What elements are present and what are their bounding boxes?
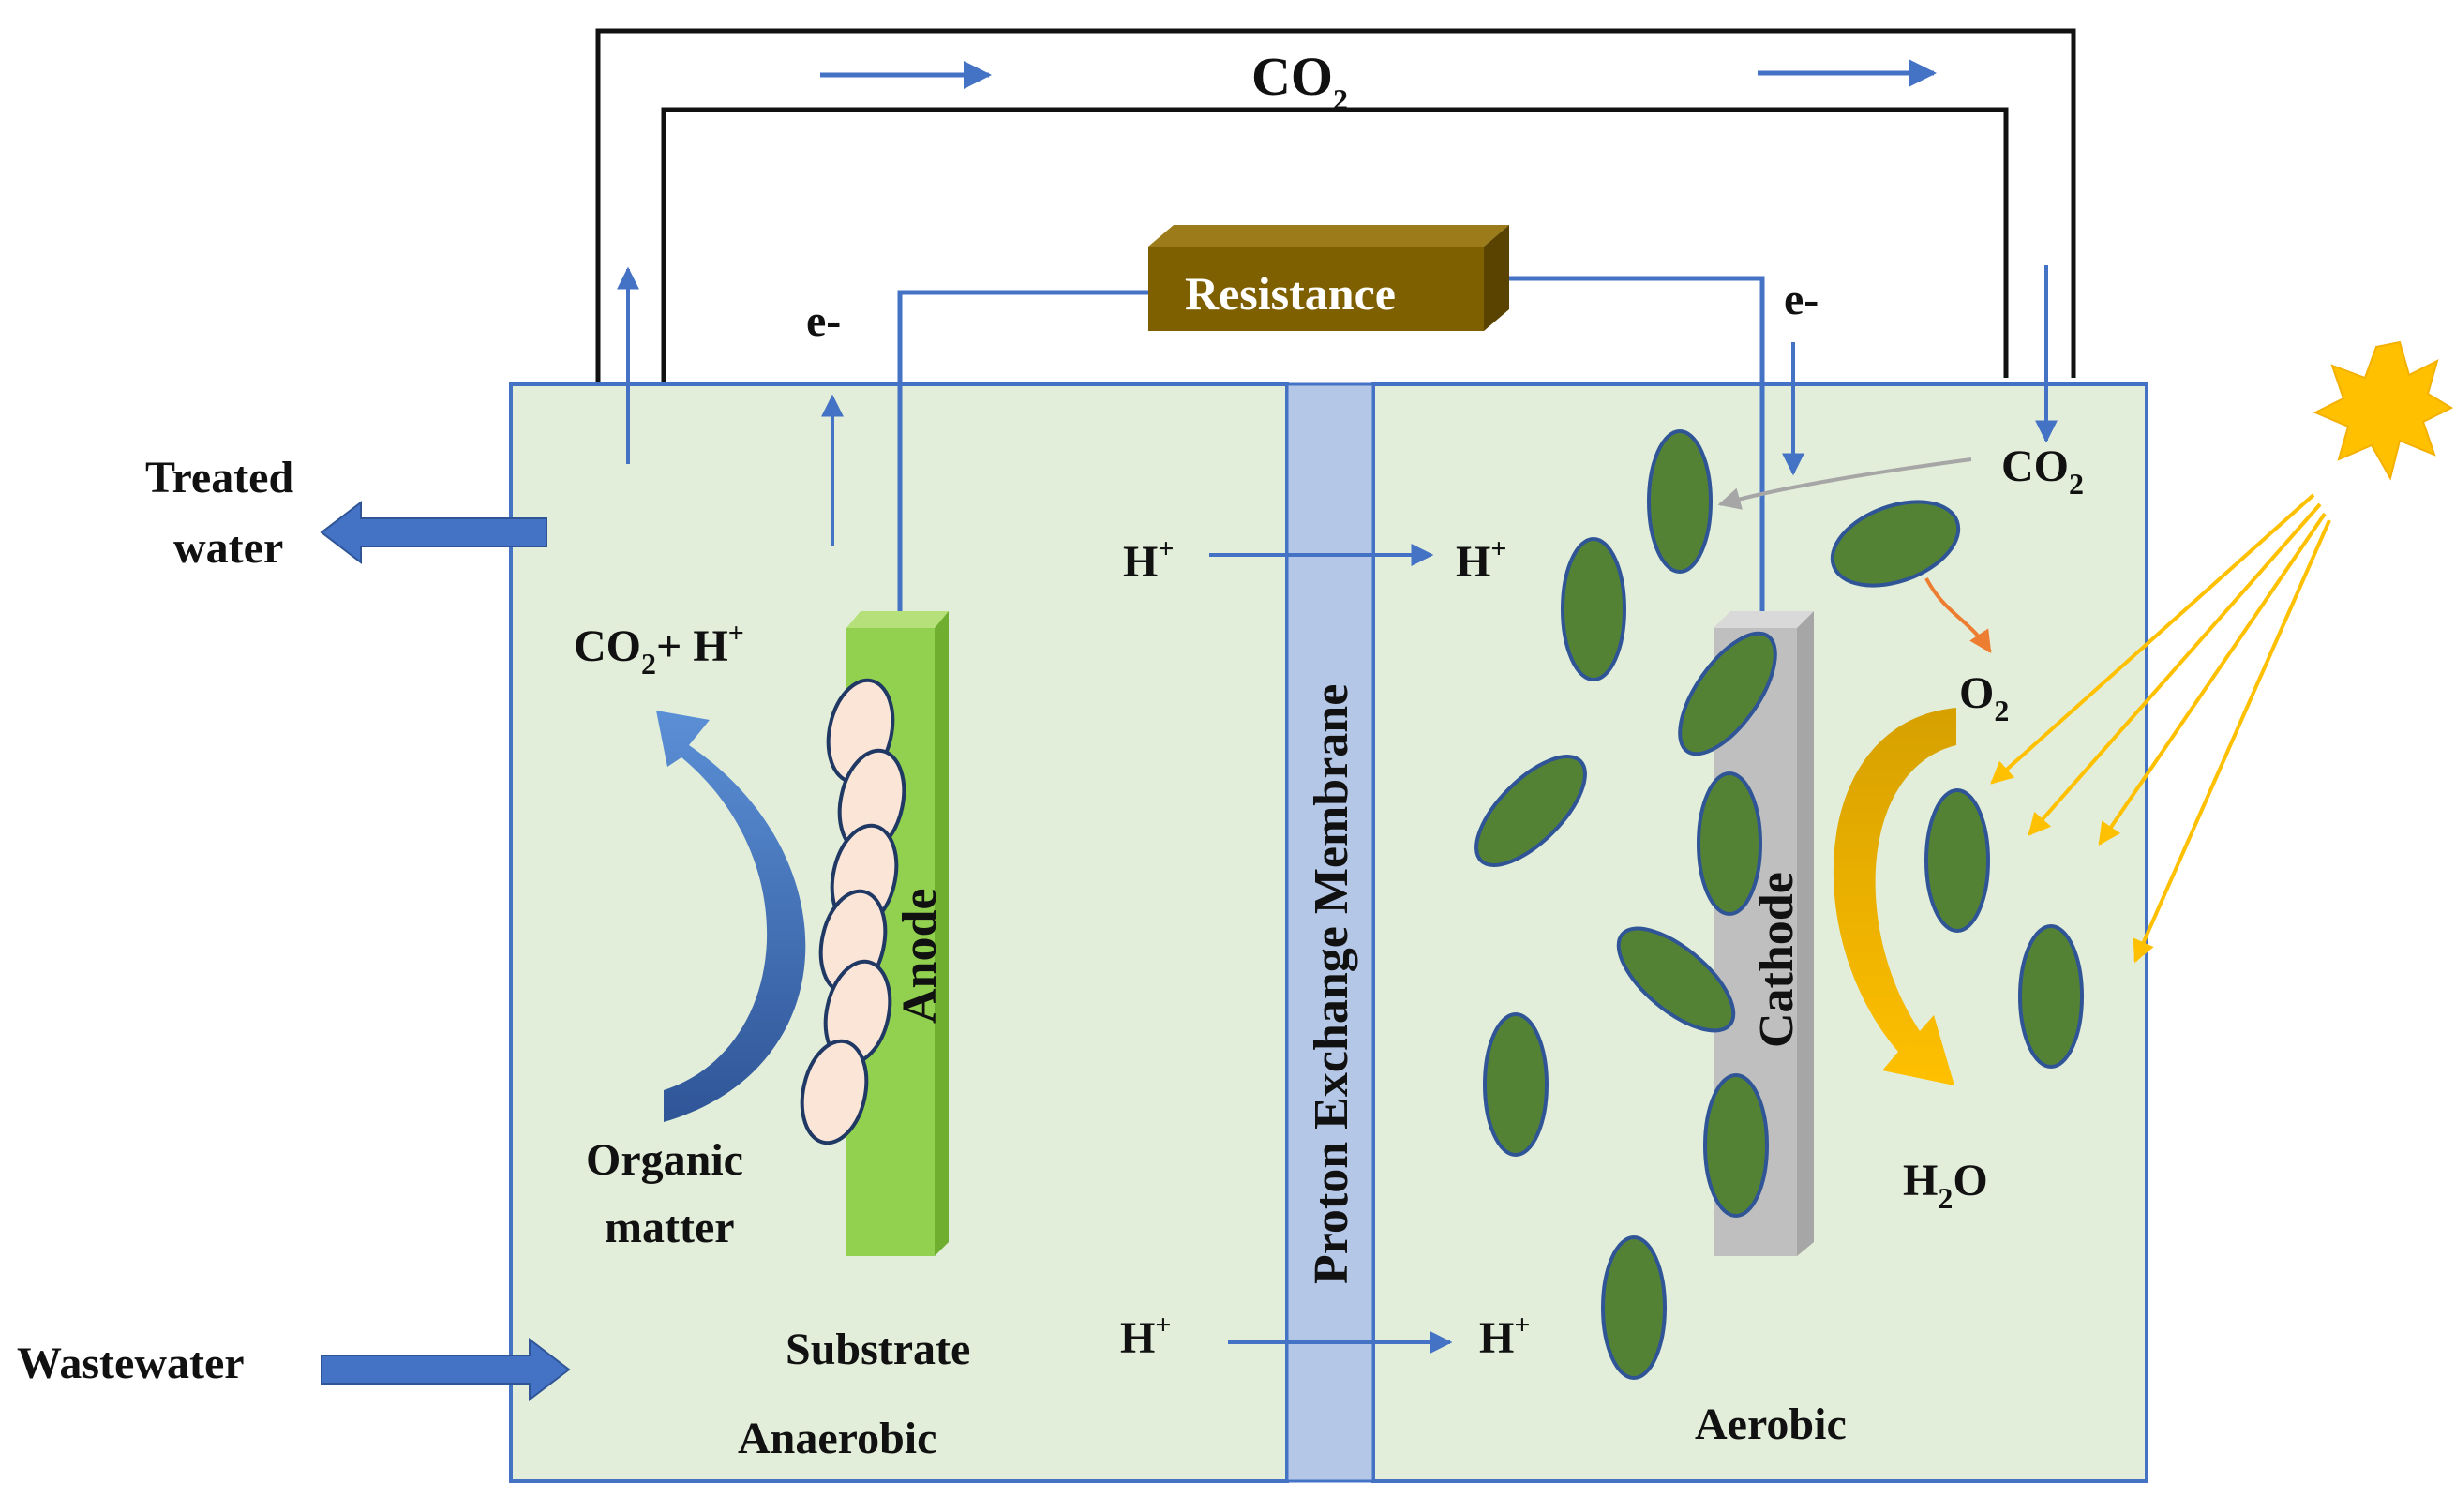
resistance-label: Resistance: [1185, 267, 1396, 320]
treated-water-label-1: Treated: [145, 453, 293, 502]
h2o-label: H2O: [1903, 1156, 1988, 1215]
algae-cells: [1474, 429, 2084, 1380]
sun-icon: [2313, 340, 2454, 481]
algae-cell: [1616, 926, 1736, 1033]
algae-cell: [1483, 1012, 1549, 1157]
h-plus-upper-left: H+: [1123, 533, 1174, 587]
co2-h-label: CO2+ H+: [574, 618, 744, 681]
algae-cell: [1830, 500, 1961, 588]
sun-ray: [2133, 519, 2331, 964]
anaerobic-label: Anaerobic: [738, 1414, 936, 1463]
algae-cell: [1924, 788, 1990, 933]
h-plus-lower-left: H+: [1120, 1310, 1171, 1363]
electron-label-left: e-: [806, 296, 841, 346]
o2-to-h2o-arrow: [1833, 708, 1956, 1085]
algae-cell: [2018, 924, 2084, 1069]
wire-cathode: [1509, 276, 1765, 619]
algae-cell: [1474, 755, 1587, 867]
treated-water-label-2: water: [173, 523, 283, 573]
substrate-label: Substrate: [786, 1325, 970, 1374]
sun-ray: [2028, 502, 2322, 836]
aerobic-label: Aerobic: [1695, 1400, 1847, 1449]
organic-conversion-arrow: [656, 711, 806, 1122]
sunlight-rays: [1990, 493, 2331, 964]
wastewater-arrow: [321, 1337, 571, 1402]
co2-top-label: CO2: [1251, 46, 1348, 116]
co2-right-label: CO2: [2001, 442, 2084, 501]
organic-matter-label-2: matter: [605, 1203, 735, 1252]
co2-loop-outer: [595, 28, 2076, 384]
treated-water-arrow: [320, 500, 547, 565]
membrane-label: Proton Exchange Membrane: [1305, 684, 1358, 1284]
cathode-label: Cathode: [1750, 872, 1804, 1048]
bacterium: [800, 1039, 869, 1145]
o2-release-arrow: [1924, 577, 1992, 654]
algae-cell: [1697, 771, 1762, 916]
h-plus-lower-right: H+: [1479, 1310, 1530, 1363]
algae-cell: [1601, 1235, 1667, 1380]
resistance-box: Resistance: [1148, 225, 1509, 331]
bacteria-cluster: [800, 678, 906, 1145]
o2-label: O2: [1959, 668, 2009, 727]
sun-ray: [2098, 512, 2327, 846]
sun-ray: [1990, 493, 2315, 785]
algae-cell: [1703, 1073, 1769, 1218]
algae-cell: [1561, 537, 1626, 681]
electron-label-right: e-: [1784, 275, 1819, 324]
h-plus-upper-right: H+: [1456, 533, 1506, 587]
proton-exchange-membrane: [1285, 382, 1375, 1483]
wire-anode: [897, 290, 1148, 637]
co2-loop-inner: [661, 107, 2009, 384]
organic-matter-label-1: Organic: [586, 1135, 743, 1185]
algae-cell: [1647, 429, 1713, 574]
co2-uptake-arrow: [1717, 457, 1972, 510]
algae-cell: [1678, 631, 1777, 756]
wastewater-label: Wastewater: [17, 1339, 245, 1388]
anode-label: Anode: [893, 889, 947, 1024]
